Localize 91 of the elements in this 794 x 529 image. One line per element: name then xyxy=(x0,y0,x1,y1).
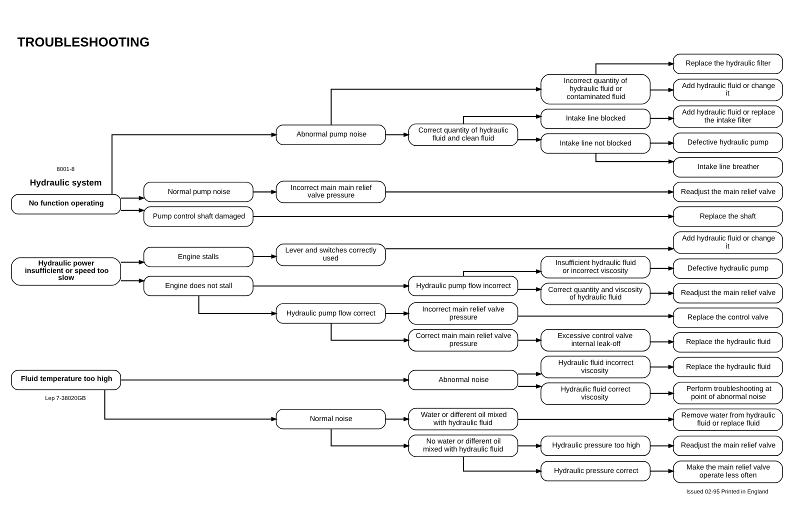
arrow xyxy=(518,313,675,318)
node-box: Remove water from hydraulic fluid or replace fluid xyxy=(672,408,783,430)
arrow xyxy=(120,377,410,382)
arrow xyxy=(650,266,675,270)
node-box: Water or different oil mixed with hydraulic fluid xyxy=(408,407,518,430)
node-box: Fluid temperature too high xyxy=(11,369,122,390)
arrow xyxy=(518,136,542,142)
arrow xyxy=(518,416,675,422)
arrow xyxy=(120,278,146,282)
node-box: Replace the hydraulic fluid xyxy=(672,332,783,352)
arrow xyxy=(330,322,410,342)
node-box: Hydraulic fluid correct viscosity xyxy=(540,382,651,404)
node-box: Add hydraulic fluid or change it xyxy=(672,78,783,101)
arrow xyxy=(253,283,410,288)
node-box: Correct quantity of hydraulic fluid and clean fluid xyxy=(408,123,518,146)
node-box: Add hydraulic fluid or replace the intake filter xyxy=(672,105,783,128)
node-box: Correct quantity and viscosity of hydraulic fluid xyxy=(540,282,651,305)
arrow xyxy=(463,268,542,276)
arrow xyxy=(330,428,410,448)
node-box: Perform troubleshooting at point of abnormal noise xyxy=(672,381,783,404)
arrow xyxy=(650,87,675,92)
node-box: Readjust the main relief valve xyxy=(672,435,783,456)
node-box: Engine does not stall xyxy=(143,275,254,296)
arrow xyxy=(595,152,675,164)
arrow xyxy=(650,140,675,145)
arrow xyxy=(650,468,675,473)
arrow xyxy=(650,390,675,396)
node-box: Abnormal pump noise xyxy=(276,124,386,144)
node-box: Normal pump noise xyxy=(143,181,254,202)
node-box: Defective hydraulic pump xyxy=(672,132,783,152)
arrow xyxy=(253,189,278,194)
label: Hydraulic system xyxy=(30,177,102,188)
node-box: Hydraulic pump flow correct xyxy=(276,302,386,324)
arrow xyxy=(650,290,675,295)
arrow xyxy=(518,371,542,376)
arrow xyxy=(198,295,278,316)
arrow xyxy=(104,389,278,421)
node-box: Incorrect main main relief valve pressure xyxy=(276,180,386,203)
node-box: Engine stalls xyxy=(143,246,254,267)
arrow xyxy=(386,189,675,194)
arrow xyxy=(386,310,410,316)
node-box: Lever and switches correctly used xyxy=(276,243,386,266)
arrow xyxy=(650,364,675,369)
arrow xyxy=(518,286,542,292)
node-box: Hydraulic fluid incorrect viscosity xyxy=(540,355,651,378)
node-box: Readjust the main relief valve xyxy=(672,282,783,303)
arrow xyxy=(386,416,410,421)
node-box: Hydraulic pressure too high xyxy=(540,435,651,456)
node-box: Replace the hydraulic filter xyxy=(672,53,783,74)
arrow xyxy=(120,195,146,200)
node-box: Replace the control valve xyxy=(672,307,783,328)
node-box: Readjust the main relief valve xyxy=(672,181,783,202)
node-box: Hydraulic power insufficient or speed too slow xyxy=(11,256,122,286)
node-box: Add hydraulic fluid or change it xyxy=(672,230,783,254)
arrow xyxy=(386,132,410,137)
node-box: Intake line blocked xyxy=(540,108,651,129)
node-box: Defective hydraulic pump xyxy=(672,258,783,278)
node-box: Replace the shaft xyxy=(672,206,783,226)
arrow xyxy=(650,116,675,120)
arrow xyxy=(650,339,675,344)
node-box: Hydraulic pressure correct xyxy=(540,460,651,481)
arrow xyxy=(650,443,675,448)
node-box: Insufficient hydraulic fluid or incorrect viscosity xyxy=(540,255,651,278)
arrow xyxy=(330,86,542,124)
node-box: Correct main main relief valve pressure xyxy=(408,328,518,351)
node-box: Replace the hydraulic fluid xyxy=(672,356,783,377)
node-box: Excessive control valve internal leak-off xyxy=(540,328,651,351)
arrow xyxy=(518,338,542,342)
node-box: Intake line breather xyxy=(672,156,783,177)
arrow xyxy=(253,254,278,258)
arrow xyxy=(120,208,146,212)
node-box: Incorrect quantity of hydraulic fluid or contaminated fluid xyxy=(540,74,651,104)
node-box: Pump control shaft damaged xyxy=(143,206,254,226)
node-box: No function operating xyxy=(11,194,122,214)
diagram-title: TROUBLESHOOTING xyxy=(17,34,150,49)
arrow xyxy=(463,456,542,473)
arrow xyxy=(463,114,542,124)
node-box: Intake line not blocked xyxy=(540,132,651,154)
node-box: Make the main relief valve operate less often xyxy=(672,460,783,483)
node-box: Incorrect main relief valve pressure xyxy=(408,302,518,324)
arrow xyxy=(120,260,146,264)
arrow xyxy=(253,214,675,218)
node-box: Hydraulic pump flow incorrect xyxy=(408,275,518,296)
node-box: Normal noise xyxy=(276,408,386,429)
arrow xyxy=(518,443,542,448)
arrow xyxy=(595,61,675,74)
node-box: Abnormal noise xyxy=(408,369,518,390)
arrow xyxy=(112,132,278,194)
node-box: No water or different oil mixed with hydraulic fluid xyxy=(408,434,518,457)
arrow xyxy=(386,246,675,250)
arrow xyxy=(518,384,542,388)
